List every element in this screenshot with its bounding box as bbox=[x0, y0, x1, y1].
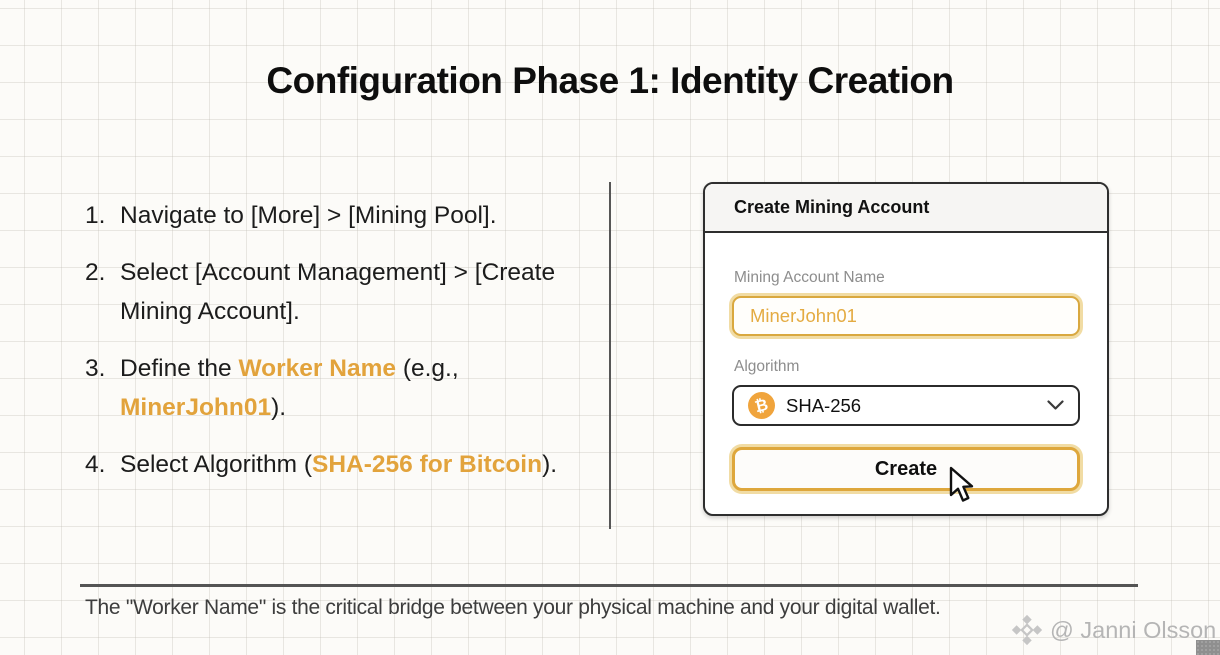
watermark: @ Janni Olsson bbox=[1010, 613, 1216, 647]
step-text: Navigate to [More] > [Mining Pool]. bbox=[120, 202, 497, 229]
dialog-title: Create Mining Account bbox=[734, 197, 930, 217]
highlight-sha256: SHA-256 for Bitcoin bbox=[312, 451, 543, 478]
step-text: Select [Account Management] > [Create Mi… bbox=[120, 259, 556, 325]
account-name-value: MinerJohn01 bbox=[750, 305, 857, 326]
step-text: Select Algorithm (SHA-256 for Bitcoin). bbox=[120, 451, 558, 478]
vertical-divider bbox=[609, 182, 611, 529]
step-number: 4. bbox=[85, 451, 106, 478]
chevron-down-icon bbox=[1047, 400, 1064, 411]
create-mining-account-dialog: Create Mining Account Mining Account Nam… bbox=[703, 182, 1109, 516]
page-title: Configuration Phase 1: Identity Creation bbox=[266, 60, 954, 101]
highlight-worker-name: Worker Name bbox=[238, 355, 397, 382]
list-item: 2. Select [Account Management] > [Create… bbox=[85, 253, 572, 331]
account-name-label: Mining Account Name bbox=[734, 269, 885, 286]
create-button[interactable]: Create bbox=[732, 447, 1080, 491]
list-item: 4. Select Algorithm (SHA-256 for Bitcoin… bbox=[85, 445, 572, 484]
step-text: Define the Worker Name (e.g., MinerJohn0… bbox=[120, 355, 459, 421]
mouse-cursor-icon bbox=[949, 466, 974, 502]
list-item: 3. Define the Worker Name (e.g., MinerJo… bbox=[85, 349, 572, 427]
list-item: 1. Navigate to [More] > [Mining Pool]. bbox=[85, 196, 572, 235]
corner-artifact bbox=[1196, 640, 1220, 655]
watermark-text: @ Janni Olsson bbox=[1050, 616, 1217, 643]
algorithm-label: Algorithm bbox=[734, 358, 800, 375]
step-number: 3. bbox=[85, 355, 106, 382]
dialog-header: Create Mining Account bbox=[705, 184, 1107, 233]
footer-note: The "Worker Name" is the critical bridge… bbox=[85, 596, 941, 619]
highlight-miner-john: MinerJohn01 bbox=[120, 394, 272, 421]
algorithm-select[interactable]: ₿ SHA-256 bbox=[732, 385, 1080, 426]
steps-list: 1. Navigate to [More] > [Mining Pool]. 2… bbox=[85, 196, 572, 502]
account-name-input[interactable]: MinerJohn01 bbox=[732, 296, 1080, 336]
bitcoin-icon: ₿ bbox=[748, 392, 775, 419]
step-number: 1. bbox=[85, 202, 106, 229]
binance-logo-icon bbox=[1010, 613, 1044, 647]
step-number: 2. bbox=[85, 259, 106, 286]
algorithm-value: SHA-256 bbox=[786, 394, 862, 416]
footer-divider bbox=[80, 584, 1138, 587]
